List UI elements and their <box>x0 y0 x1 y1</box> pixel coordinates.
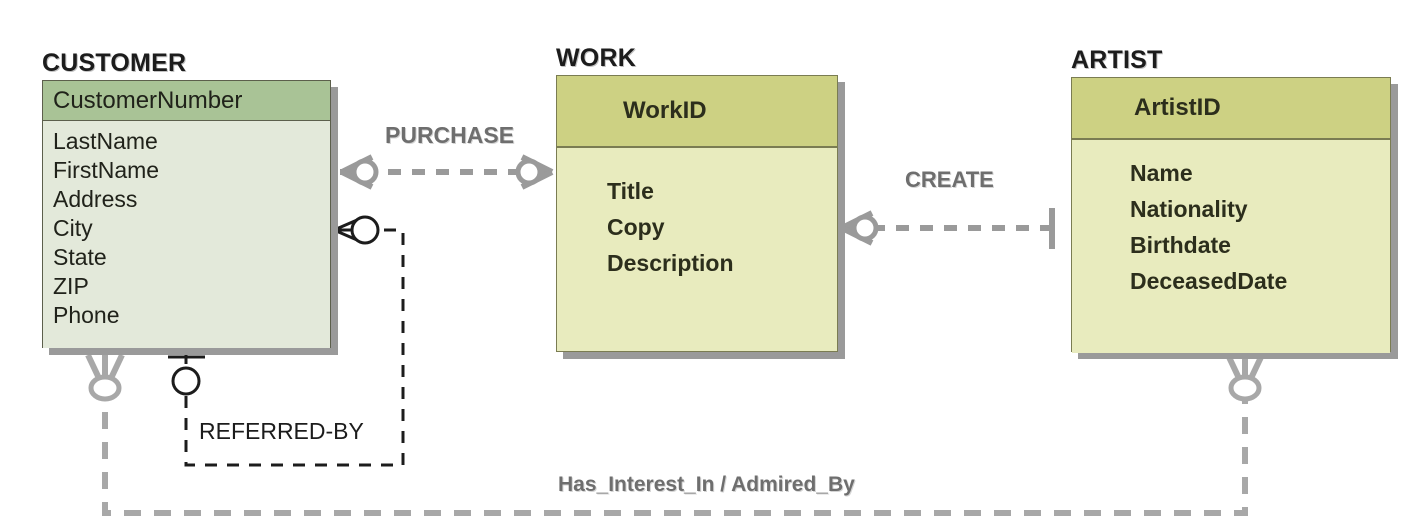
attribute-row[interactable]: Copy <box>607 214 665 240</box>
attribute-row[interactable]: Description <box>607 250 734 276</box>
attribute-row[interactable]: LastName <box>53 128 158 154</box>
has-interest-in-customer-optional-circle <box>88 374 122 402</box>
relationship-label-has-interest-in: Has_Interest_In / Admired_By <box>558 473 855 496</box>
relationship-purchase[interactable] <box>340 154 554 190</box>
attribute-row[interactable]: Phone <box>53 302 120 328</box>
entity-customer-attributes: LastName FirstName Address City State ZI… <box>43 121 330 348</box>
entity-artist-title: ARTIST <box>1071 46 1163 74</box>
attribute-row[interactable]: FirstName <box>53 157 160 183</box>
purchase-work-optional-circle <box>515 158 543 186</box>
attribute-row[interactable]: Name <box>1130 160 1193 186</box>
attribute-row[interactable]: ZIP <box>53 273 89 299</box>
attribute-row[interactable]: Nationality <box>1130 196 1248 222</box>
relationship-label-create: CREATE <box>905 167 994 192</box>
referred-by-bottom-zero-or-one <box>168 355 205 396</box>
relationship-create[interactable] <box>840 208 1062 249</box>
attribute-row[interactable]: Title <box>607 178 654 204</box>
purchase-customer-optional-circle <box>351 158 379 186</box>
attribute-row[interactable]: Address <box>53 186 138 212</box>
entity-artist-attributes: Name Nationality Birthdate DeceasedDate <box>1072 140 1390 353</box>
referred-by-line <box>184 228 405 467</box>
entity-artist[interactable]: ARTIST ArtistID Name Nationality Birthda… <box>1071 46 1391 353</box>
entity-work-title: WORK <box>556 44 636 72</box>
entity-customer-pk-label: CustomerNumber <box>53 86 243 114</box>
relationship-referred-by[interactable] <box>168 215 405 467</box>
entity-customer-title: CUSTOMER <box>42 49 187 77</box>
has-interest-in-line <box>102 352 1248 516</box>
referred-by-right-crowsfoot <box>333 215 380 245</box>
has-interest-in-artist-optional-circle <box>1228 374 1262 402</box>
relationship-label-referred-by: REFERRED-BY <box>199 418 364 444</box>
purchase-work-crowsfoot <box>515 154 554 190</box>
purchase-customer-crowsfoot <box>340 154 379 190</box>
attribute-row[interactable]: City <box>53 215 93 241</box>
create-work-optional-circle <box>851 214 879 242</box>
entity-work-pk-label: WorkID <box>623 97 707 124</box>
entity-work-primary-key-row[interactable]: WorkID <box>557 76 837 148</box>
relationship-has-interest-in[interactable] <box>85 352 1265 516</box>
entity-artist-pk-label: ArtistID <box>1134 94 1221 121</box>
entity-work[interactable]: WORK WorkID Title Copy Description <box>556 44 838 352</box>
has-interest-in-artist-crowsfoot <box>1225 353 1265 402</box>
referred-by-right-optional-circle <box>350 215 380 245</box>
attribute-row[interactable]: State <box>53 244 107 270</box>
attribute-row[interactable]: Birthdate <box>1130 232 1231 258</box>
entity-artist-primary-key-row[interactable]: ArtistID <box>1072 78 1390 140</box>
relationship-label-purchase: PURCHASE <box>385 122 515 148</box>
entity-customer[interactable]: CUSTOMER CustomerNumber LastName FirstNa… <box>42 49 331 348</box>
referred-by-optional-circle <box>171 366 201 396</box>
entity-work-attributes: Title Copy Description <box>557 148 837 351</box>
has-interest-in-customer-crowsfoot <box>85 353 125 402</box>
create-work-crowsfoot <box>840 210 879 246</box>
entity-customer-primary-key-row[interactable]: CustomerNumber <box>43 81 330 121</box>
attribute-row[interactable]: DeceasedDate <box>1130 268 1288 294</box>
